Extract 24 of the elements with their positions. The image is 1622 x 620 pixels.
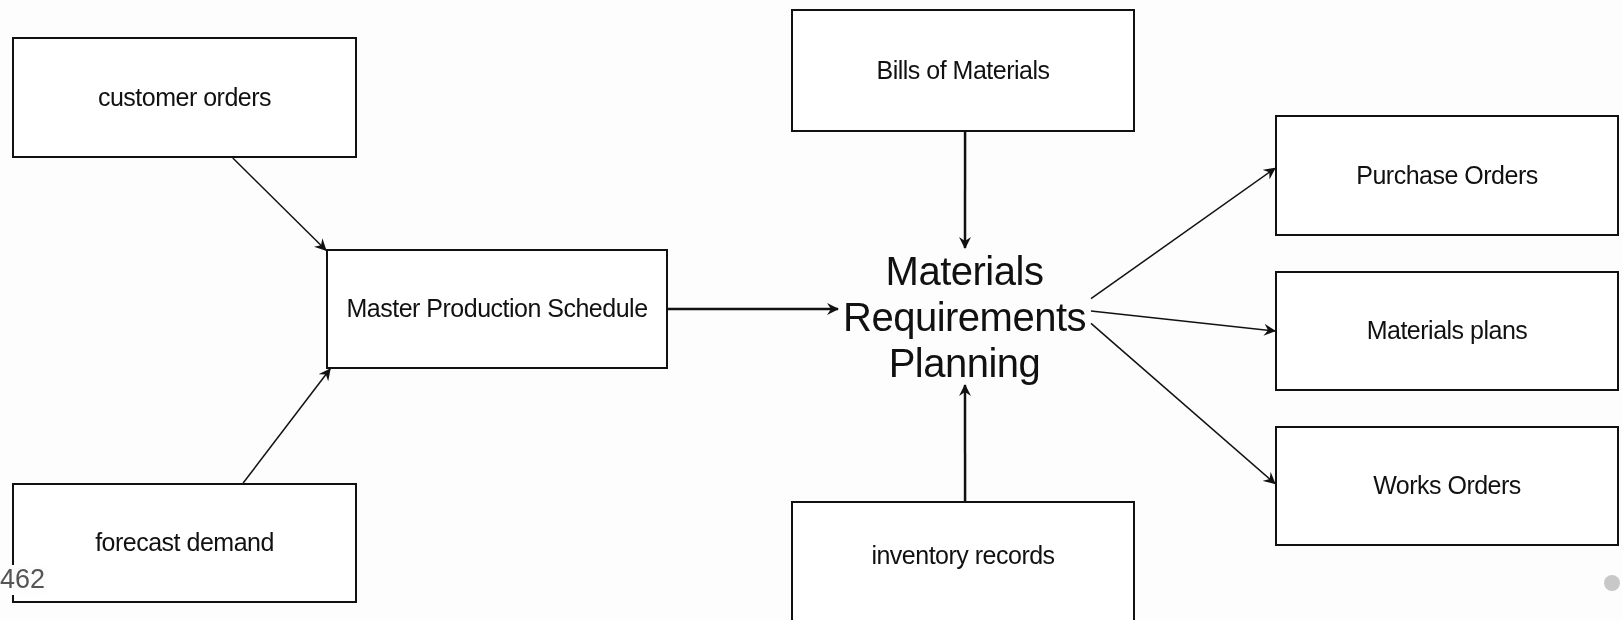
box-text: Works Orders bbox=[1373, 470, 1521, 502]
arrow bbox=[242, 368, 331, 484]
process-box bbox=[1275, 271, 1619, 391]
arrow bbox=[959, 384, 971, 501]
arrow bbox=[1090, 167, 1276, 300]
process-box bbox=[791, 501, 1135, 620]
arrow bbox=[668, 302, 839, 315]
arrow bbox=[232, 157, 327, 251]
box-text: Master Production Schedule bbox=[346, 293, 648, 325]
arrow bbox=[1090, 322, 1276, 485]
process-box bbox=[12, 37, 357, 158]
process-box bbox=[791, 9, 1135, 132]
process-box bbox=[1275, 115, 1619, 236]
process-box bbox=[1275, 426, 1619, 546]
arrow bbox=[1090, 310, 1276, 336]
box-text: forecast demand bbox=[95, 527, 274, 559]
box-text: inventory records bbox=[871, 540, 1055, 571]
process-box bbox=[326, 249, 668, 369]
box-text: Bills of Materials bbox=[876, 54, 1050, 86]
box-text: Materials plans bbox=[1366, 315, 1528, 347]
box-text: Materials Requirements Planning bbox=[843, 247, 1086, 386]
arrow bbox=[959, 132, 971, 249]
box-text: customer orders bbox=[97, 81, 272, 113]
box-text: Purchase Orders bbox=[1356, 159, 1538, 191]
